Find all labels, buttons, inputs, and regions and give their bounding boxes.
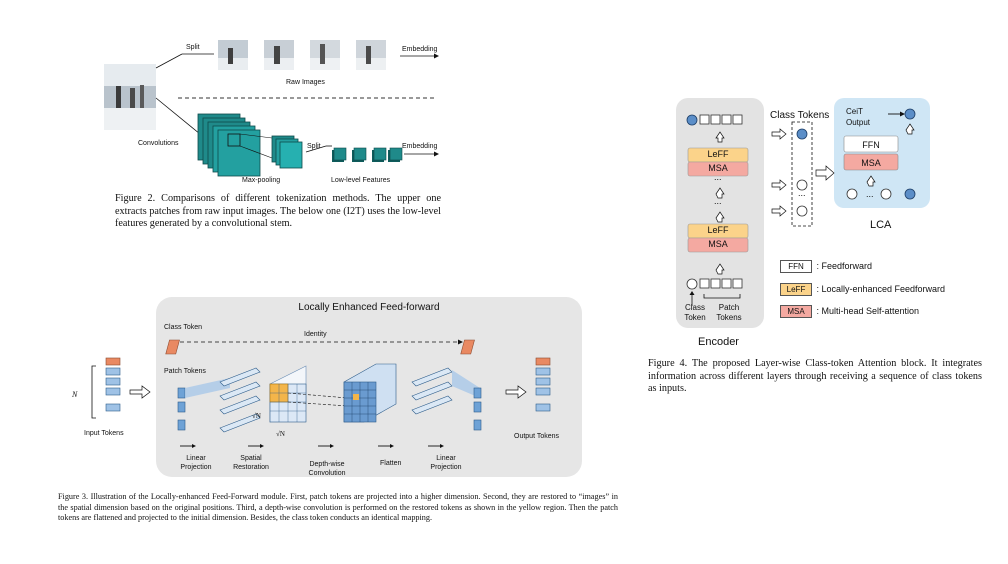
convolution-feature-maps <box>197 113 273 177</box>
split-label-bottom: Split <box>307 143 321 150</box>
class-token-dots: ... <box>798 188 806 198</box>
max-pooling-maps <box>271 135 303 169</box>
patch-tokens-label: Patch Tokens <box>164 368 206 375</box>
legend-msa-key: MSA <box>780 305 812 318</box>
low-level-features-label: Low-level Features <box>331 177 391 184</box>
ffn-block: FFN <box>862 140 880 150</box>
input-photo <box>104 64 156 130</box>
legend-ffn: FFN : Feedforward <box>780 256 872 274</box>
sqrt-n-label-vertical: √N <box>252 412 261 420</box>
encoder-label: Encoder <box>698 336 739 348</box>
leff-block-2: LeFF <box>707 225 729 235</box>
figure-2-caption: Figure 2. Comparisons of different token… <box>115 193 441 230</box>
class-tokens-label: Class Tokens <box>770 110 830 121</box>
encoder-dots-2: ... <box>714 196 722 206</box>
stage-flatten: Flatten <box>380 460 402 467</box>
legend-leff: LeFF : Locally-enhanced Feedforward <box>780 279 945 297</box>
identity-label: Identity <box>304 331 327 338</box>
embedding-label-bottom: Embedding <box>402 143 438 150</box>
ceit-output-label: CeiT Output <box>846 107 871 127</box>
msa-block-1: MSA <box>708 163 728 173</box>
raw-image-patches <box>218 40 386 70</box>
leff-block-1: LeFF <box>707 149 729 159</box>
figure-4-caption: Figure 4. The proposed Layer-wise Class-… <box>648 358 982 395</box>
class-token-label: Class Token <box>164 324 203 331</box>
lca-label: LCA <box>870 219 892 231</box>
stage-spatial-restoration: Spatial Restoration <box>233 455 269 471</box>
n-label: N <box>72 390 78 399</box>
max-pooling-label: Max-pooling <box>242 177 281 184</box>
lca-msa-block: MSA <box>861 158 881 168</box>
input-token-stack <box>91 357 121 419</box>
fig3-diagram <box>91 339 551 448</box>
fig2-diagram <box>104 40 439 177</box>
legend-msa-text: : Multi-head Self-attention <box>816 306 920 316</box>
sqrt-n-label-horizontal: √N <box>276 430 285 438</box>
encoder-patch-tokens-label: Patch Tokens <box>716 303 742 322</box>
figure-3-caption: Figure 3. Illustration of the Locally-en… <box>58 492 618 523</box>
fig4-diagram <box>686 108 916 306</box>
leff-title: Locally Enhanced Feed-forward <box>298 302 440 313</box>
depthwise-conv-cube <box>343 363 397 423</box>
encoder-class-token-label: Class Token <box>684 303 706 322</box>
legend-ffn-key: FFN <box>780 260 812 273</box>
stage-depthwise-convolution: Depth-wise Convolution <box>308 461 346 477</box>
low-level-feature-tokens <box>332 147 403 162</box>
encoder-dots-1: ... <box>714 172 722 182</box>
output-tokens-label: Output Tokens <box>514 433 560 440</box>
stage-linear-projection-2: Linear Projection <box>430 455 462 471</box>
convolutions-label: Convolutions <box>138 140 179 147</box>
legend-ffn-text: : Feedforward <box>816 261 872 271</box>
legend-msa: MSA : Multi-head Self-attention <box>780 301 919 319</box>
embedding-label-top: Embedding <box>402 46 438 53</box>
lca-dots: ... <box>866 189 874 199</box>
legend-leff-text: : Locally-enhanced Feedforward <box>816 284 946 294</box>
raw-images-label: Raw Images <box>286 79 325 86</box>
stage-linear-projection-1: Linear Projection <box>180 455 212 471</box>
msa-block-2: MSA <box>708 239 728 249</box>
input-tokens-label: Input Tokens <box>84 430 124 437</box>
spatial-restoration-grid <box>269 365 349 423</box>
split-label-top: Split <box>186 44 200 51</box>
legend-leff-key: LeFF <box>780 283 812 296</box>
output-token-stack <box>535 357 551 412</box>
